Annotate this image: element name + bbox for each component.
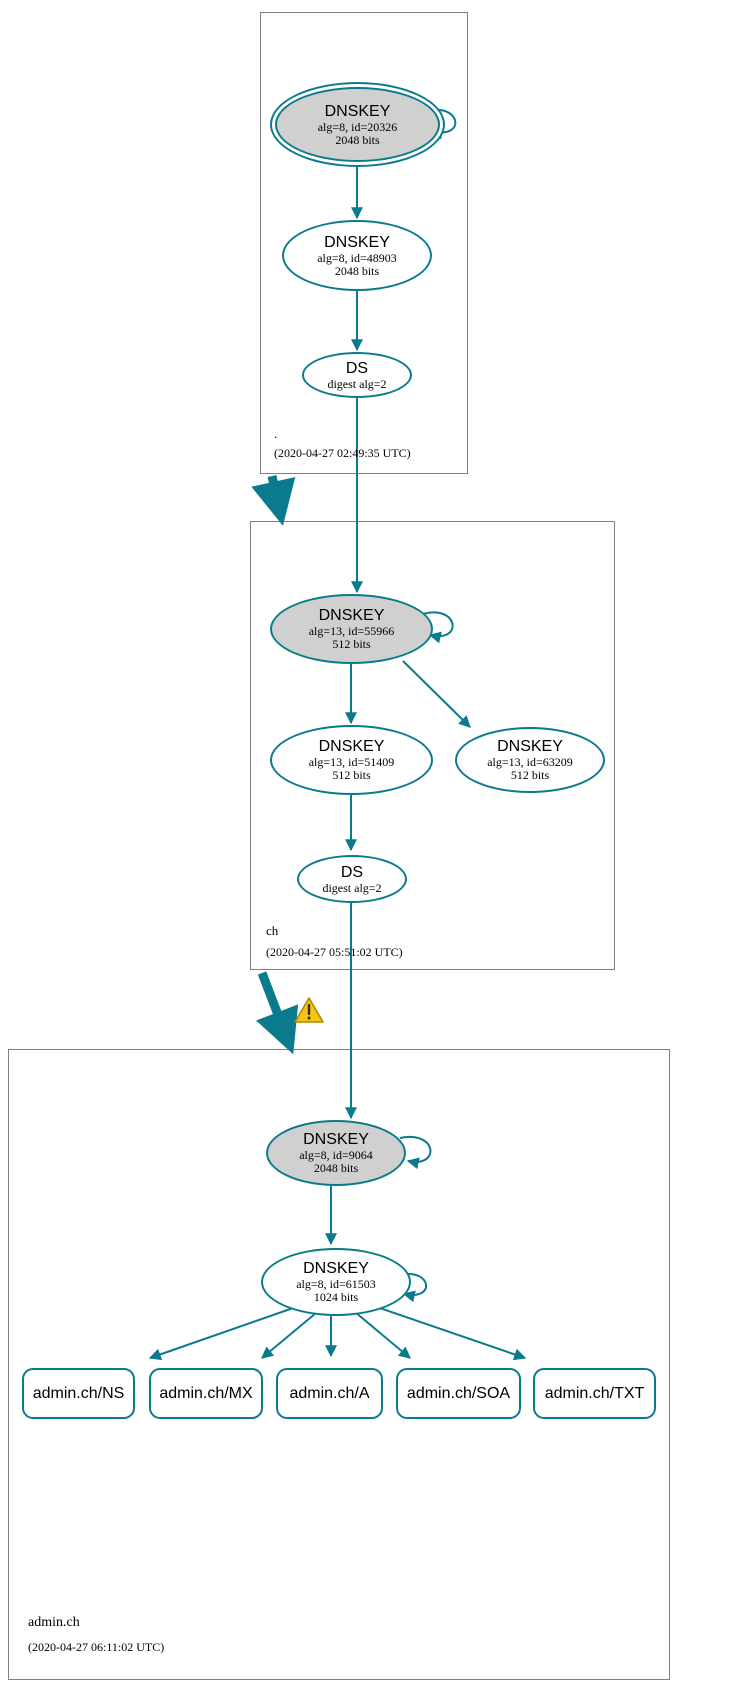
node-subtitle: alg=8, id=20326	[317, 119, 398, 134]
node-subtitle: digest alg=2	[322, 880, 382, 895]
node-keysize: 512 bits	[332, 768, 371, 782]
edge-admin-ksk-selfsign	[399, 1135, 432, 1170]
zone-label-root: .	[274, 426, 278, 441]
node-admin-ksk[interactable]: DNSKEY alg=8, id=9064 2048 bits	[266, 1120, 406, 1186]
node-ch-zsk-63209[interactable]: DNSKEY alg=13, id=63209 512 bits	[455, 727, 605, 793]
edge-delegation-ch-to-admin	[256, 971, 299, 1055]
node-title: DNSKEY	[303, 1131, 369, 1148]
edge-admin-zsk-to-ns	[148, 1306, 297, 1361]
zone-box-root	[260, 12, 468, 474]
zone-timestamp-admin-ch: (2020-04-27 06:11:02 UTC)	[28, 1640, 165, 1654]
node-root-ksk[interactable]: DNSKEY alg=8, id=20326 2048 bits	[275, 87, 440, 162]
rrset-admin-ch-mx[interactable]: admin.ch/MX	[149, 1368, 263, 1419]
node-root-ds[interactable]: DS digest alg=2	[302, 352, 412, 398]
node-subtitle: alg=8, id=9064	[299, 1148, 373, 1162]
node-keysize: 512 bits	[510, 768, 550, 782]
node-keysize: 512 bits	[332, 637, 371, 651]
edge-delegation-root-to-ch	[251, 475, 296, 526]
warning-triangle-icon	[294, 996, 324, 1024]
node-title: DS	[345, 359, 369, 377]
edge-ch-ksk-selfsign	[422, 611, 454, 644]
edge-admin-zsk-to-txt	[373, 1305, 527, 1361]
node-title: DNSKEY	[324, 102, 391, 120]
node-title: DS	[340, 863, 364, 881]
node-ch-ksk[interactable]: DNSKEY alg=13, id=55966 512 bits	[270, 594, 433, 664]
node-ch-zsk-51409[interactable]: DNSKEY alg=13, id=51409 512 bits	[270, 725, 433, 795]
rrset-admin-ch-soa[interactable]: admin.ch/SOA	[396, 1368, 521, 1419]
node-title: DNSKEY	[324, 233, 390, 251]
node-admin-zsk[interactable]: DNSKEY alg=8, id=61503 1024 bits	[261, 1248, 411, 1316]
node-title: DNSKEY	[497, 738, 563, 755]
zone-box-admin-ch	[8, 1049, 670, 1680]
node-subtitle: alg=13, id=51409	[308, 755, 395, 769]
zone-timestamp-ch: (2020-04-27 05:51:02 UTC)	[266, 945, 403, 959]
node-title: DNSKEY	[318, 607, 385, 624]
node-keysize: 2048 bits	[313, 1161, 359, 1175]
node-subtitle: alg=8, id=48903	[317, 250, 397, 265]
zone-label-admin-ch: admin.ch	[28, 1615, 80, 1630]
edge-admin-zsk-to-soa	[354, 1311, 411, 1359]
node-ch-ds[interactable]: DS digest alg=2	[297, 855, 407, 903]
zone-timestamp-root: (2020-04-27 02:49:35 UTC)	[274, 446, 411, 460]
node-keysize: 1024 bits	[313, 1290, 359, 1304]
node-subtitle: digest alg=2	[327, 376, 387, 391]
rrset-label: admin.ch/MX	[159, 1384, 253, 1402]
zone-label-ch: ch	[266, 923, 279, 938]
node-subtitle: alg=13, id=55966	[308, 624, 395, 638]
edge-ch-ksk-to-zsk-63209	[402, 660, 471, 728]
node-title: DNSKEY	[303, 1260, 369, 1277]
node-keysize: 2048 bits	[334, 263, 380, 278]
rrset-label: admin.ch/TXT	[544, 1384, 645, 1402]
rrset-admin-ch-a[interactable]: admin.ch/A	[276, 1368, 383, 1419]
zone-box-ch	[250, 521, 615, 970]
node-root-zsk[interactable]: DNSKEY alg=8, id=48903 2048 bits	[282, 220, 432, 291]
rrset-label: admin.ch/A	[289, 1384, 370, 1402]
rrset-label: admin.ch/SOA	[406, 1384, 511, 1402]
rrset-label: admin.ch/NS	[32, 1384, 125, 1402]
rrset-admin-ch-ns[interactable]: admin.ch/NS	[22, 1368, 135, 1419]
node-keysize: 2048 bits	[335, 132, 380, 147]
node-subtitle: alg=8, id=61503	[296, 1277, 376, 1291]
rrset-admin-ch-txt[interactable]: admin.ch/TXT	[533, 1368, 656, 1419]
edge-admin-zsk-to-mx	[261, 1312, 317, 1359]
node-subtitle: alg=13, id=63209	[487, 755, 573, 769]
node-title: DNSKEY	[318, 738, 385, 755]
